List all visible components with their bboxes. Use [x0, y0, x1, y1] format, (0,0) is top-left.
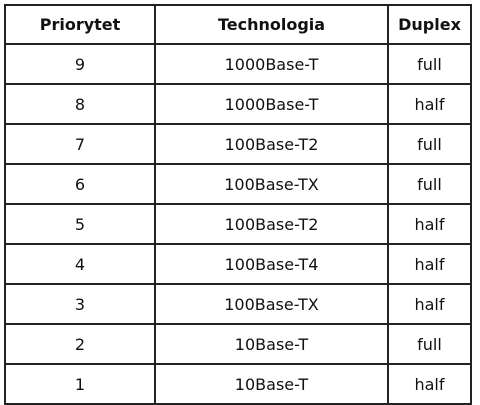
technology-cell: 100Base-T2 [154, 203, 389, 245]
table-row: 2 10Base-T full [4, 323, 472, 365]
technology-cell: 100Base-TX [154, 163, 389, 205]
duplex-cell: full [387, 323, 472, 365]
header-duplex: Duplex [387, 4, 472, 45]
duplex-cell: half [387, 83, 472, 125]
duplex-cell: half [387, 363, 472, 405]
technology-cell: 100Base-T2 [154, 123, 389, 165]
table-row: 8 1000Base-T half [4, 83, 472, 125]
duplex-cell: half [387, 203, 472, 245]
header-row: Priorytet Technologia Duplex [4, 4, 472, 45]
priority-cell: 9 [4, 43, 156, 85]
technology-cell: 10Base-T [154, 363, 389, 405]
table-row: 4 100Base-T4 half [4, 243, 472, 285]
priority-cell: 7 [4, 123, 156, 165]
table-row: 7 100Base-T2 full [4, 123, 472, 165]
priority-cell: 4 [4, 243, 156, 285]
table-header: Priorytet Technologia Duplex [4, 4, 472, 45]
technology-cell: 10Base-T [154, 323, 389, 365]
priority-cell: 1 [4, 363, 156, 405]
table-body: 9 1000Base-T full 8 1000Base-T half 7 10… [4, 43, 472, 405]
table-row: 9 1000Base-T full [4, 43, 472, 85]
technology-cell: 100Base-T4 [154, 243, 389, 285]
header-priority: Priorytet [4, 4, 156, 45]
header-technology: Technologia [154, 4, 389, 45]
duplex-cell: full [387, 123, 472, 165]
table-row: 5 100Base-T2 half [4, 203, 472, 245]
technology-cell: 1000Base-T [154, 83, 389, 125]
priority-cell: 6 [4, 163, 156, 205]
technology-cell: 100Base-TX [154, 283, 389, 325]
priority-cell: 5 [4, 203, 156, 245]
duplex-cell: half [387, 283, 472, 325]
duplex-cell: full [387, 43, 472, 85]
duplex-cell: half [387, 243, 472, 285]
technology-cell: 1000Base-T [154, 43, 389, 85]
duplex-cell: full [387, 163, 472, 205]
priority-cell: 3 [4, 283, 156, 325]
priority-table: Priorytet Technologia Duplex 9 1000Base-… [4, 4, 472, 405]
priority-cell: 8 [4, 83, 156, 125]
table-row: 3 100Base-TX half [4, 283, 472, 325]
priority-cell: 2 [4, 323, 156, 365]
table-row: 6 100Base-TX full [4, 163, 472, 205]
table-row: 1 10Base-T half [4, 363, 472, 405]
